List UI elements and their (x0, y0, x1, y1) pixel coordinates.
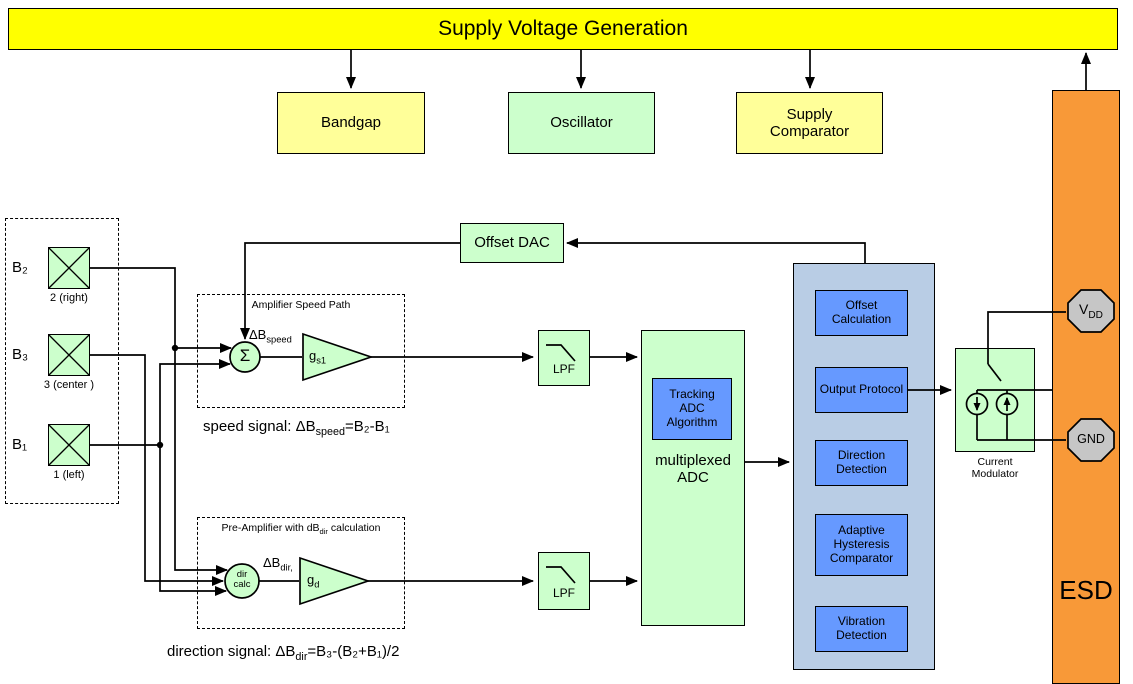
gnd-pad-label: GND (1077, 432, 1105, 446)
x-cross-icon (49, 248, 89, 288)
switch-icon (987, 363, 1002, 382)
junction-dot (171, 344, 179, 352)
supply-voltage-generation-block: Supply Voltage Generation (8, 8, 1118, 50)
vdd-pad-label: VDD (1079, 301, 1103, 321)
lpf-speed-block (538, 330, 590, 386)
delta-b-speed-label: ΔBspeed (249, 327, 292, 345)
wire-offset-dac-to-sum (240, 242, 460, 340)
hall-plate-b2 (48, 247, 90, 289)
current-modulator-circuit (965, 363, 1052, 440)
esd-block (1052, 90, 1120, 684)
amplifier-speed-path-box (197, 294, 405, 408)
vibration-detection-block: Vibration Detection (815, 606, 908, 652)
hall-plate-b1 (48, 424, 90, 466)
dir-calc-node-icon (224, 563, 260, 599)
bandgap-block: Bandgap (277, 92, 425, 154)
gain-d-label: gd (307, 572, 320, 590)
junction-dot (156, 441, 164, 449)
wire-dsp-to-offset-dac (566, 238, 866, 263)
hall-plate-b3 (48, 334, 90, 376)
sensor-caption-b1: 1 (left) (53, 469, 85, 481)
sensor-caption-b3: 3 (center ) (43, 379, 95, 391)
sum-node-icon (229, 341, 261, 373)
x-cross-icon (49, 335, 89, 375)
sensor-caption-b2: 2 (right) (50, 292, 88, 304)
speed-path-title: Amplifier Speed Path (251, 299, 351, 311)
offset-calculation-block: Offset Calculation (815, 290, 908, 336)
vdd-pad-octagon (1067, 289, 1115, 333)
output-protocol-block: Output Protocol (815, 367, 908, 413)
speed-signal-formula: speed signal: ΔBspeed=B₂-B₁ (203, 418, 390, 438)
hall-sensor-panel (5, 218, 119, 504)
adaptive-hysteresis-comparator-block: Adaptive Hysteresis Comparator (815, 514, 908, 576)
esd-label: ESD (1059, 575, 1113, 605)
lpf-direction-block (538, 552, 590, 610)
tracking-adc-algorithm-block: Tracking ADC Algorithm (652, 378, 732, 440)
lowpass-curve-icon (546, 344, 576, 362)
direction-signal-formula: direction signal: ΔBdir=B₃-(B₂+B₁)/2 (167, 643, 400, 663)
sensor-label-b2: B₂ (12, 259, 28, 276)
dir-calc-label: dir calc (233, 569, 251, 591)
x-cross-icon (49, 425, 89, 465)
current-modulator-label: Current Modulator (971, 456, 1019, 481)
multiplexed-adc-label: multiplexed ADC (655, 452, 731, 487)
lpf1-label: LPF (552, 362, 575, 376)
offset-dac-block: Offset DAC (460, 223, 564, 263)
wire-b2-to-dircalc (174, 348, 228, 575)
wire-b1-to-dircalc (159, 445, 227, 596)
oscillator-block: Oscillator (508, 92, 655, 154)
wire-b3-to-dircalc (90, 354, 224, 586)
gain-s1-label: gs1 (309, 348, 327, 366)
amplifier-triangle-icon (299, 556, 371, 606)
wire-vdd-to-modulator (987, 311, 1066, 364)
sensor-label-b3: B₃ (12, 346, 29, 363)
sum-symbol: Σ (239, 346, 251, 365)
wire-b1-to-sum (159, 359, 231, 445)
supply-comparator-block: Supply Comparator (736, 92, 883, 154)
amplifier-triangle-icon (302, 332, 374, 382)
direction-detection-block: Direction Detection (815, 440, 908, 486)
wire-b2-to-sum (90, 267, 232, 353)
delta-b-dir-label: ΔBdir, (263, 555, 293, 573)
dir-path-title: Pre-Amplifier with dBdir calculation (221, 522, 381, 537)
gnd-pad-octagon (1067, 418, 1115, 462)
pre-amplifier-dir-box (197, 517, 405, 629)
lowpass-curve-icon (546, 566, 576, 584)
sensor-label-b1: B₁ (12, 436, 28, 453)
lpf2-label: LPF (552, 586, 575, 600)
